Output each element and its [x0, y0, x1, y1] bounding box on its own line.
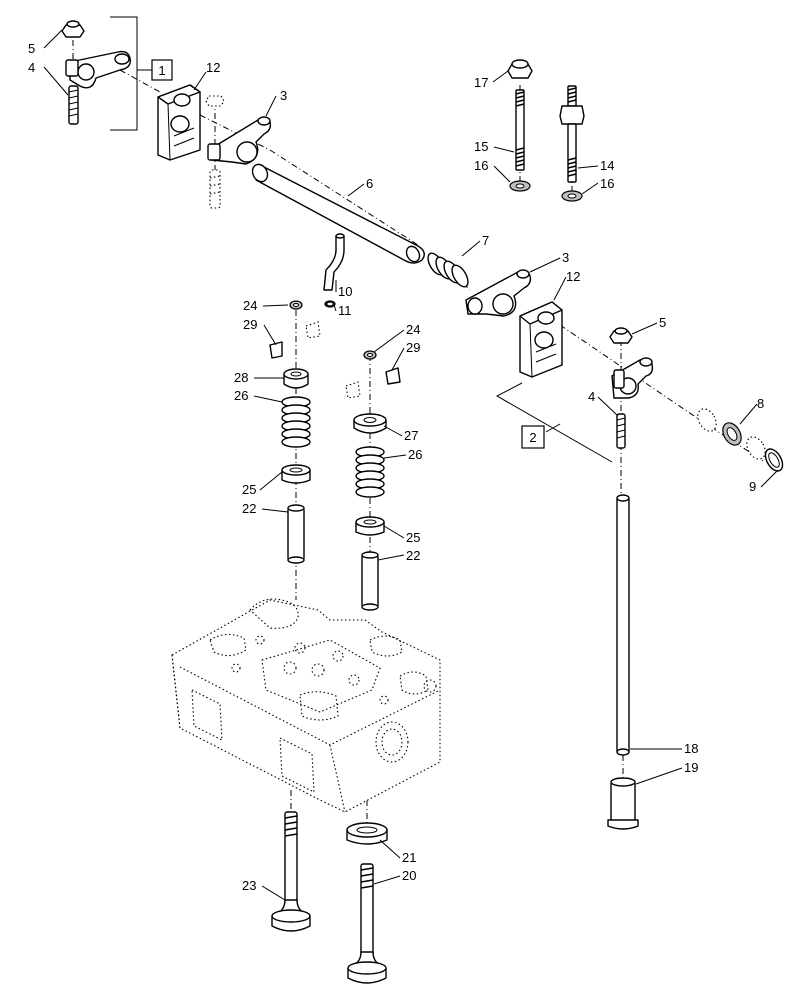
- callout-11: 11: [338, 303, 352, 318]
- callout-5: 5: [28, 41, 35, 56]
- cylinder-head: [171, 598, 441, 813]
- group-bracket-2: [495, 382, 613, 463]
- callout-3: 3: [562, 250, 569, 265]
- valve-guide-part-22-right: [361, 551, 379, 611]
- rocker-arm-right: [611, 357, 654, 399]
- callout-12: 12: [566, 269, 580, 284]
- callout-16: 16: [474, 158, 488, 173]
- callout-14: 14: [600, 158, 614, 173]
- washer-part-16-left: [509, 180, 531, 192]
- spring-seat-part-25-right: [355, 516, 385, 536]
- adjusting-screw-right: [616, 413, 626, 449]
- callout-4: 4: [28, 60, 35, 75]
- spring-part-7: [427, 252, 469, 288]
- stud-part-15: [515, 89, 525, 171]
- valve-spring-part-26-left: [281, 396, 311, 448]
- adjusting-screw-dotted: [209, 169, 221, 209]
- rocker-arm-top-left: [65, 50, 131, 89]
- callout-29: 29: [406, 340, 420, 355]
- rocker-shaft-part-6: [251, 163, 425, 264]
- rocker-arm-part-3-top: [207, 116, 272, 165]
- callout-22: 22: [242, 501, 256, 516]
- callout-labels: 5 4 12 3 6 17 15 16 14 16 7 3 12 10 11 2…: [28, 41, 764, 893]
- tappet-part-19: [607, 777, 639, 830]
- oil-pipe-part-10: [323, 233, 345, 291]
- valve-seat-part-21: [346, 822, 388, 845]
- adjusting-screw-top-left: [68, 85, 79, 125]
- callout-25: 25: [406, 530, 420, 545]
- callout-26: 26: [408, 447, 422, 462]
- box-2-label: 2: [529, 430, 536, 445]
- group-bracket-1: [110, 16, 152, 131]
- reference-box-1: 1: [151, 59, 173, 81]
- valve-part-20: [347, 863, 387, 984]
- callout-24: 24: [406, 322, 420, 337]
- valve-key-part-29-right: [345, 367, 401, 399]
- callout-28: 28: [234, 370, 248, 385]
- box-1-label: 1: [158, 63, 165, 78]
- valve-spring-retainer-part-28: [283, 368, 309, 389]
- valve-spring-part-26-right: [355, 446, 385, 498]
- washer-part-8: [697, 408, 766, 460]
- callout-5: 5: [659, 315, 666, 330]
- callout-23: 23: [242, 878, 256, 893]
- callout-20: 20: [402, 868, 416, 883]
- callout-8: 8: [757, 396, 764, 411]
- nut-part-5-top: [61, 20, 85, 38]
- spring-seat-part-25-left: [281, 464, 311, 484]
- rocker-arm-part-3-middle: [465, 269, 532, 317]
- nut-part-5-right: [609, 327, 633, 344]
- callout-16: 16: [600, 176, 614, 191]
- valve-spring-retainer-part-27: [353, 413, 387, 434]
- callout-9: 9: [749, 479, 756, 494]
- callout-10: 10: [338, 284, 352, 299]
- callout-25: 25: [242, 482, 256, 497]
- nut-part-17: [507, 59, 533, 79]
- rocker-support-12-top: [157, 84, 201, 161]
- callout-12: 12: [206, 60, 220, 75]
- callout-21: 21: [402, 850, 416, 865]
- reference-box-2: 2: [521, 425, 545, 449]
- seal-ring-part-11: [324, 300, 336, 308]
- callout-24: 24: [243, 298, 257, 313]
- callout-4: 4: [588, 389, 595, 404]
- callout-18: 18: [684, 741, 698, 756]
- collet-part-24-right: [363, 350, 377, 360]
- callout-22: 22: [406, 548, 420, 563]
- callout-27: 27: [404, 428, 418, 443]
- callout-29: 29: [243, 317, 257, 332]
- stud-part-14: [559, 85, 585, 183]
- valve-part-23: [271, 811, 311, 932]
- valve-guide-part-22-left: [287, 504, 305, 564]
- callout-19: 19: [684, 760, 698, 775]
- callout-15: 15: [474, 139, 488, 154]
- collet-part-24-left: [289, 300, 303, 310]
- leader-lines: [43, 29, 779, 901]
- valve-key-part-29-left: [269, 321, 321, 359]
- callout-3: 3: [280, 88, 287, 103]
- washer-part-16-right: [561, 190, 583, 202]
- callout-6: 6: [366, 176, 373, 191]
- callout-26: 26: [234, 388, 248, 403]
- callout-7: 7: [482, 233, 489, 248]
- push-rod-part-18: [616, 494, 630, 756]
- callout-17: 17: [474, 75, 488, 90]
- small-nut-top: [205, 95, 225, 107]
- snap-ring-part-9: [764, 448, 784, 472]
- rocker-support-12-middle: [519, 301, 563, 378]
